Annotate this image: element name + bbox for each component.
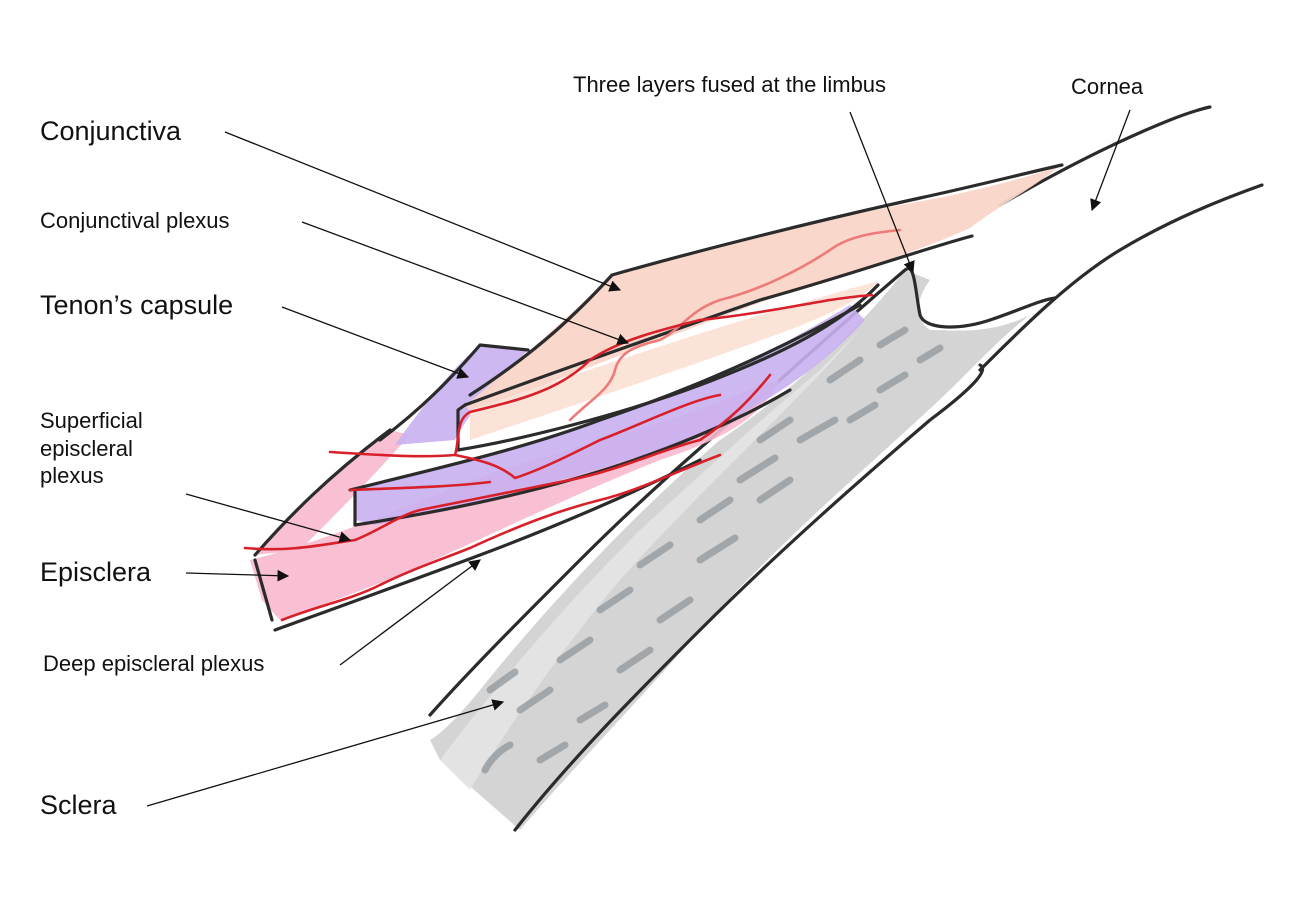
conjunctiva-leader — [224, 131, 622, 292]
conjunctiva-inner-band — [470, 282, 878, 440]
three-layers-limbus-leader — [849, 111, 915, 274]
sclera-light-band — [440, 330, 860, 790]
label-cornea: Cornea — [1071, 74, 1144, 99]
sclera-leader — [146, 699, 505, 807]
sclera-outline-lower — [513, 363, 985, 832]
superficial-episcleral-plexus-vessels — [328, 293, 874, 492]
label-conjunctiva: Conjunctiva — [40, 116, 182, 146]
tenons-capsule-leader — [281, 306, 470, 379]
conjunctival-plexus-vessels — [568, 228, 902, 422]
conjunctiva-inner-outline — [463, 234, 974, 407]
deep-episcleral-plexus-leader — [339, 559, 481, 666]
sclera-layer — [430, 270, 1030, 830]
conjunctival-plexus-leader — [301, 221, 630, 345]
deep-episcleral-plexus-vessels — [243, 373, 772, 622]
superficial-episcleral-plexus-leader — [185, 493, 352, 543]
label-deep-episcleral-plexus: Deep episcleral plexus — [43, 651, 265, 676]
cornea-outline-lower — [978, 183, 1264, 372]
sclera-fibers — [481, 326, 944, 774]
label-episclera: Episclera — [40, 557, 152, 587]
label-tenons-capsule: Tenon’s capsule — [40, 290, 234, 320]
episclera-leader — [185, 569, 290, 582]
label-conjunctival-plexus: Conjunctival plexus — [40, 208, 230, 233]
tenons-capsule-left-flap — [395, 345, 528, 445]
label-sclera: Sclera — [40, 790, 117, 820]
label-three-layers-limbus: Three layers fused at the limbus — [573, 72, 887, 97]
conjunctiva-outline — [468, 163, 1064, 397]
conjunctiva-fold-outline — [456, 283, 880, 452]
cornea-outline-upper — [998, 105, 1212, 207]
tenons-outline — [378, 343, 530, 442]
label-superficial-episcleral-plexus: Superficial episcleral plexus — [40, 408, 143, 488]
cornea-leader — [1090, 109, 1131, 212]
tenons-capsule-layer — [355, 305, 865, 525]
